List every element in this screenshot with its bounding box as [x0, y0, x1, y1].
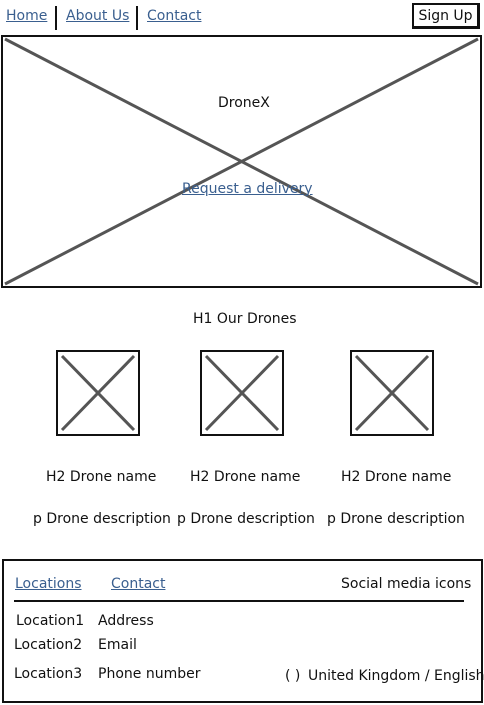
nav-link-contact[interactable]: Contact [147, 8, 202, 24]
social-media-icons[interactable]: Social media icons [341, 576, 472, 592]
drone-image-placeholder [200, 350, 284, 436]
location-phone: Phone number [98, 666, 201, 682]
hero-image-placeholder [4, 37, 479, 286]
location-name: Location3 [14, 666, 83, 682]
drone-description: p Drone description [327, 511, 465, 527]
drone-name: H2 Drone name [46, 469, 157, 485]
drone-image-placeholder [350, 350, 434, 436]
location-name: Location2 [14, 637, 83, 653]
hero-title: DroneX [218, 95, 270, 111]
locale-radio[interactable]: ( ) [285, 668, 301, 684]
nav-link-about-us[interactable]: About Us [66, 8, 130, 24]
footer-divider [14, 600, 464, 602]
locale-selector[interactable]: United Kingdom / English [308, 668, 484, 684]
footer-link-locations[interactable]: Locations [15, 576, 82, 592]
location-name: Location1 [16, 613, 85, 629]
drone-name: H2 Drone name [341, 469, 452, 485]
nav-divider [55, 6, 57, 30]
drone-image-placeholder [56, 350, 140, 436]
nav-divider [136, 6, 138, 30]
drone-description: p Drone description [33, 511, 171, 527]
location-address: Address [98, 613, 154, 629]
nav-link-home[interactable]: Home [6, 8, 48, 24]
location-email: Email [98, 637, 137, 653]
footer [2, 559, 483, 703]
drone-description: p Drone description [177, 511, 315, 527]
request-delivery-link[interactable]: Request a delivery [182, 181, 313, 197]
drone-name: H2 Drone name [190, 469, 301, 485]
hero-banner [1, 35, 482, 288]
signup-button[interactable]: Sign Up [412, 3, 480, 29]
footer-link-contact[interactable]: Contact [111, 576, 166, 592]
section-heading: H1 Our Drones [193, 311, 297, 327]
